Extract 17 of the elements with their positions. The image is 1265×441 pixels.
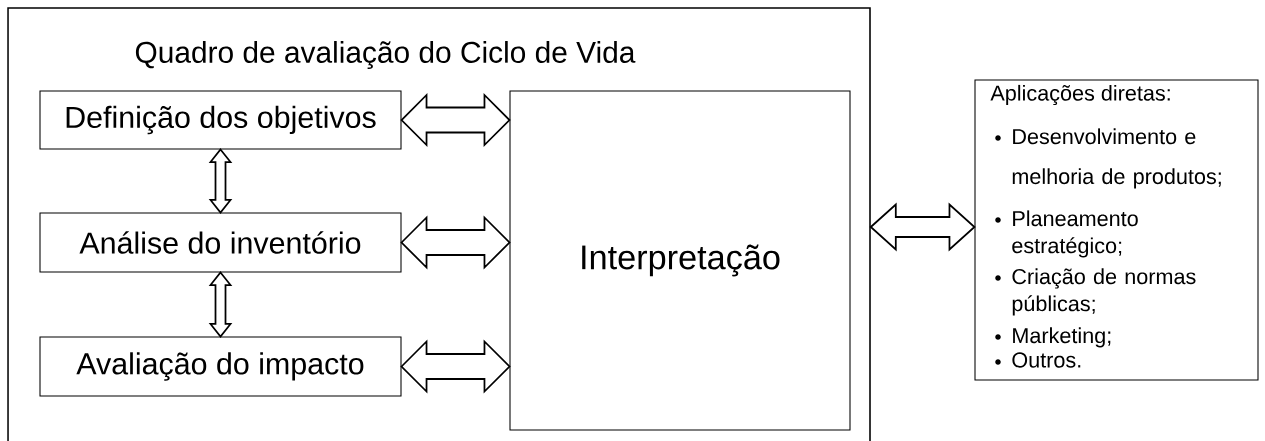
block-arrow [400, 215, 511, 270]
process-box: Definição dos objetivos [39, 90, 402, 150]
list-item: Outros. [1012, 352, 1081, 368]
text-box [974, 79, 1259, 381]
block-arrow [869, 202, 976, 252]
block-arrow [400, 339, 511, 394]
process-box: Análise do inventório [39, 212, 402, 273]
process-box: Interpretação [509, 90, 851, 431]
process-box: Avaliação do impacto [39, 336, 402, 397]
list-item: Marketing; [1013, 327, 1111, 348]
list-item: Desenvolvimento e melhoria de produtos; [1012, 128, 1221, 189]
block-arrow [208, 148, 233, 214]
block-arrow [208, 271, 233, 338]
block-arrow [400, 92, 511, 148]
list-heading: Aplicações diretas: [990, 84, 1170, 106]
list-item: Planeamento estratégico; [1012, 210, 1138, 258]
list-item: Criação de normas públicas; [1012, 268, 1196, 316]
